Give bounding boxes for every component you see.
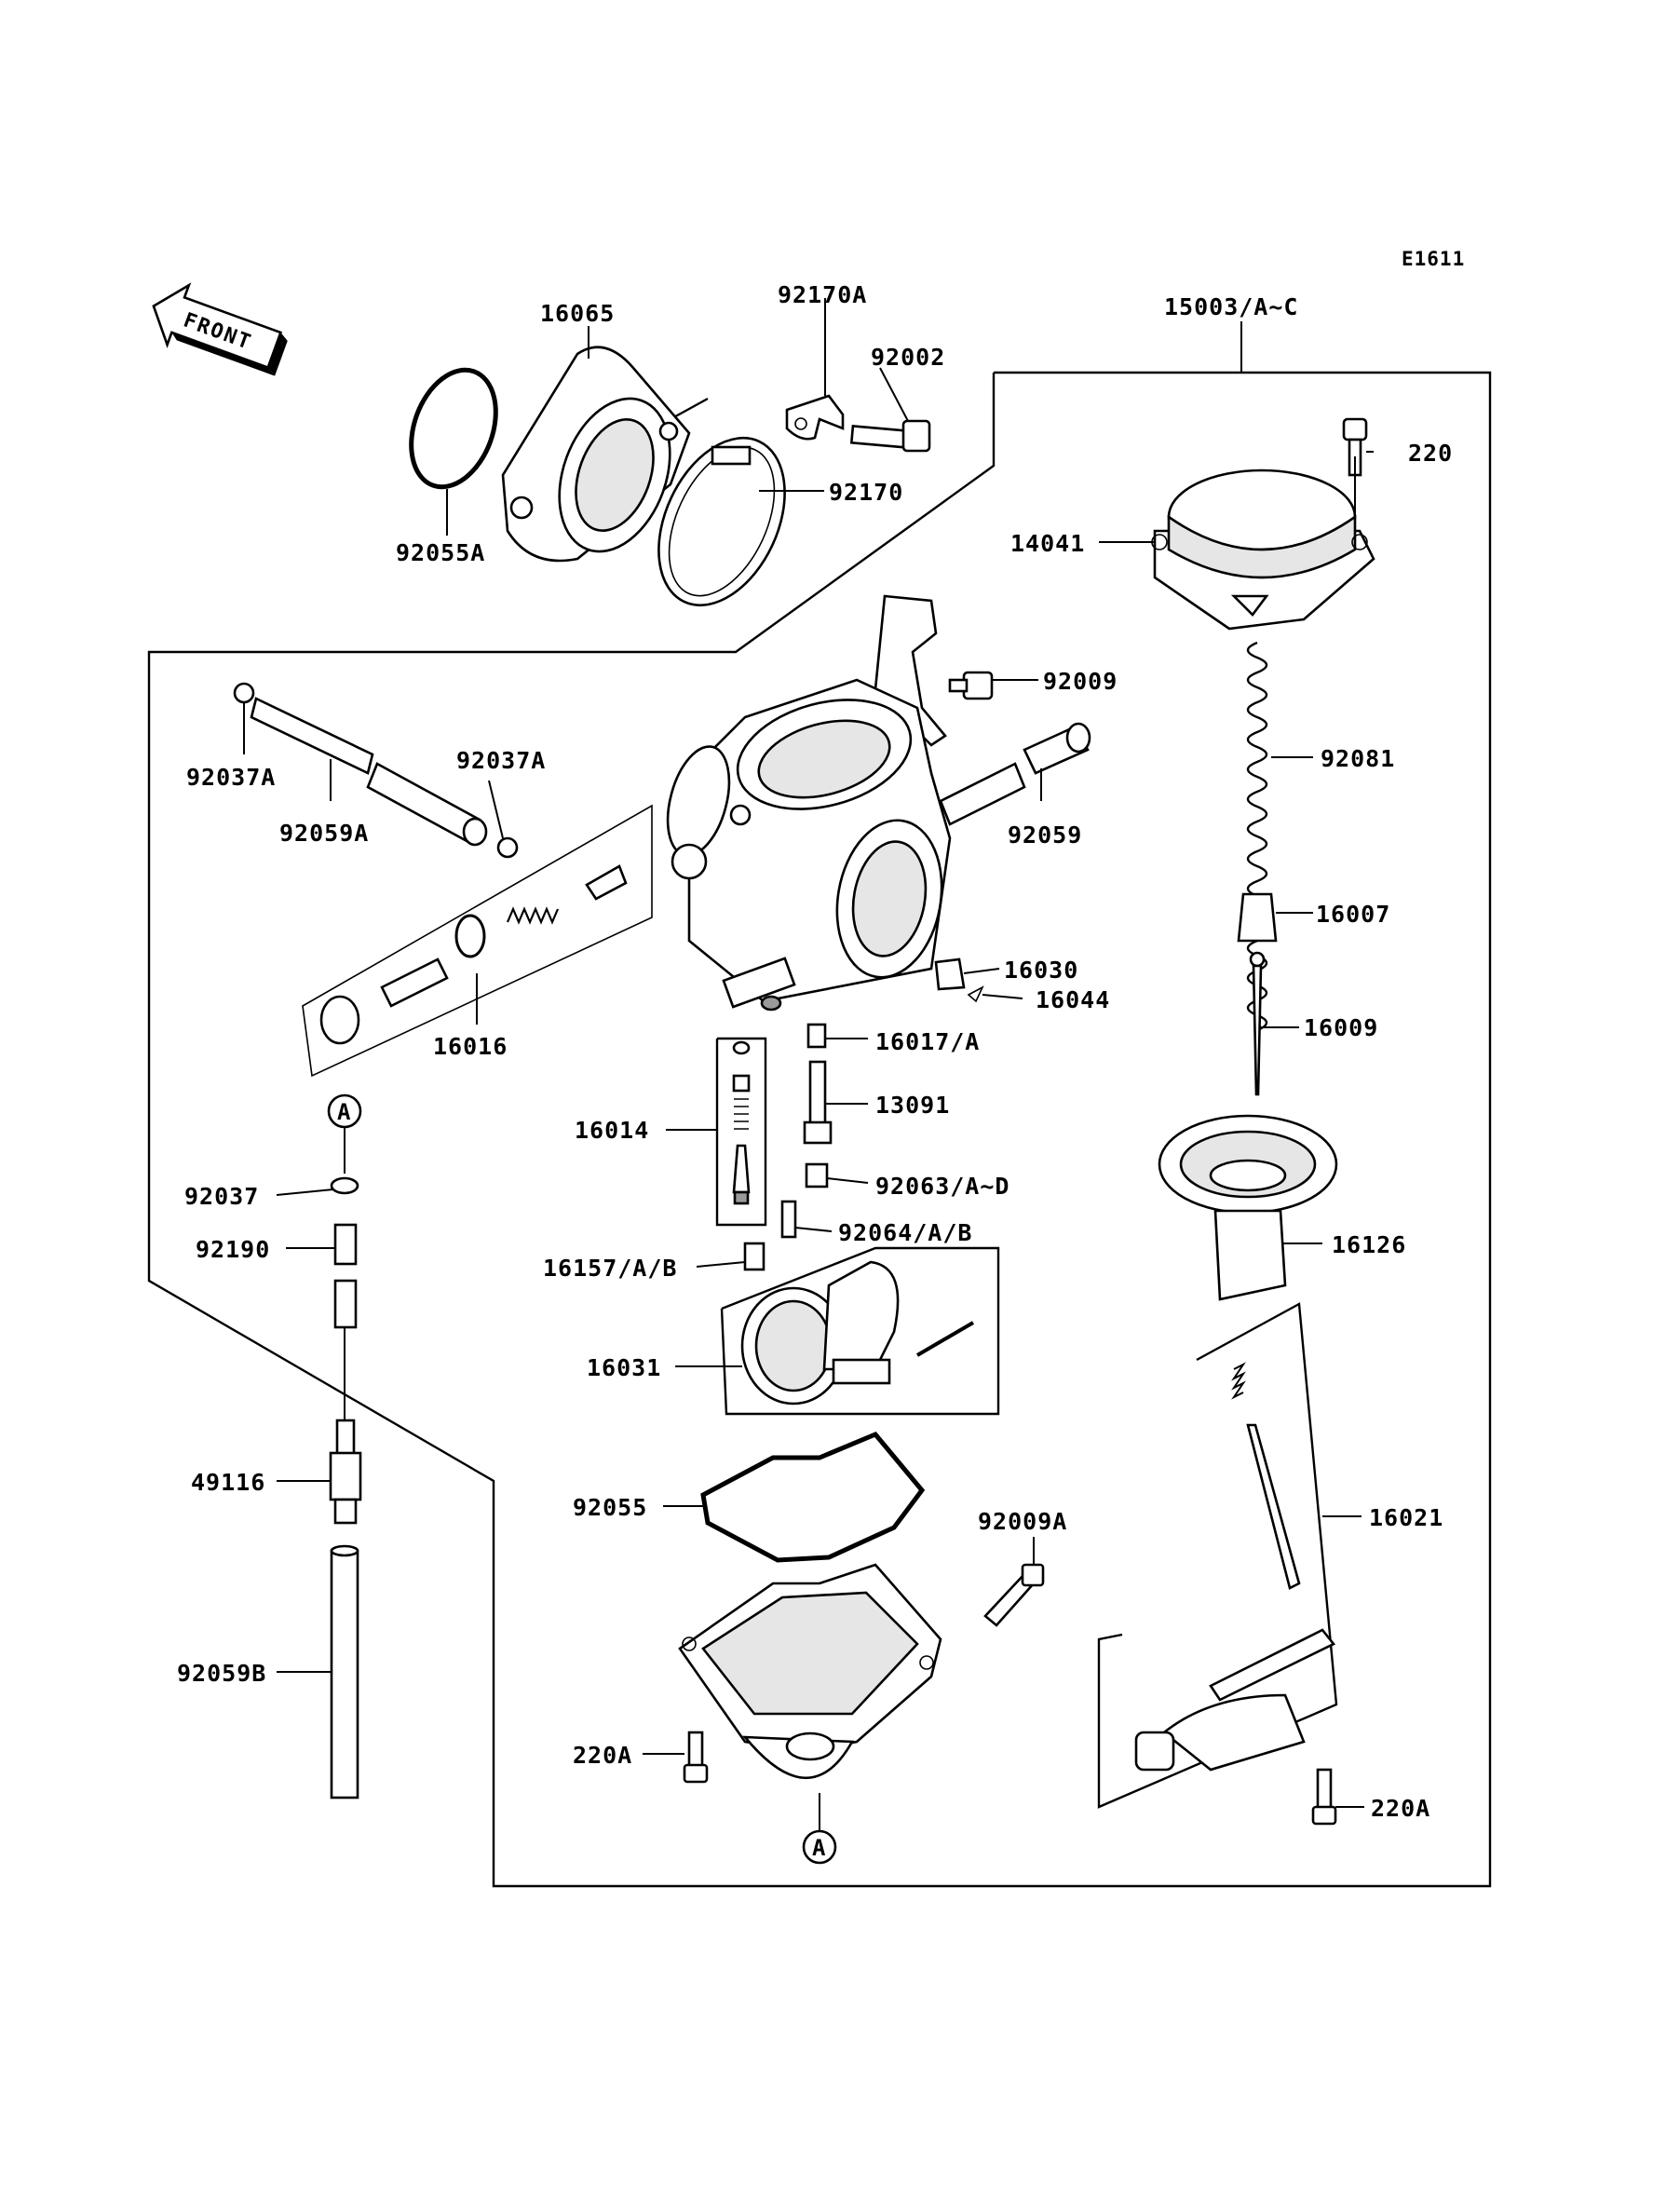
label-92037A-left: 92037A: [186, 764, 276, 791]
label-16157: 16157/A/B: [543, 1255, 677, 1282]
reference-marker-top: A: [327, 1093, 362, 1174]
front-arrow-icon: FRONT: [152, 282, 288, 376]
main-jet-16017: [806, 1023, 827, 1049]
label-220A-right: 220A: [1371, 1795, 1430, 1822]
jet-needle-16009: [1249, 951, 1266, 1096]
label-15003: 15003/A~C: [1164, 293, 1298, 320]
label-92055A: 92055A: [396, 539, 485, 566]
gasket-92055: [700, 1431, 926, 1563]
intake-16031: [720, 1246, 1000, 1416]
top-cover-14041: [1151, 469, 1375, 631]
label-92055: 92055: [573, 1494, 647, 1521]
vacuum-slide-16126: [1158, 1114, 1338, 1301]
svg-text:A: A: [337, 1099, 351, 1125]
clip-92037: [330, 1176, 359, 1195]
clamp-92170: [657, 436, 786, 607]
label-92170: 92170: [829, 479, 903, 506]
label-92009A: 92009A: [978, 1508, 1067, 1535]
label-13091: 13091: [875, 1092, 950, 1119]
diagram-code: E1611: [1402, 248, 1465, 270]
pilot-jet-16157: [743, 1242, 765, 1271]
jet-92064: [780, 1200, 797, 1239]
tube-92190: [333, 1223, 358, 1329]
screw-92002: [849, 419, 931, 453]
clip-92037A-left: [233, 682, 255, 704]
label-92009: 92009: [1043, 668, 1118, 695]
reference-marker-bottom: A: [802, 1793, 837, 1865]
part-labels: 15003/A~C 16065 92170A 92002 92170 92055…: [177, 281, 1453, 1822]
screw-220A-left: [683, 1731, 709, 1784]
pilot-screw-16016: [302, 804, 653, 1078]
label-92170A: 92170A: [778, 281, 867, 308]
pipe-92059: [939, 722, 1091, 826]
leader-lines: [243, 298, 1374, 1808]
label-92002: 92002: [871, 344, 945, 371]
ring-16044: [967, 985, 984, 1003]
label-92059B: 92059B: [177, 1660, 266, 1687]
float-valve-16014: [715, 1037, 767, 1227]
jet-92063: [805, 1162, 829, 1188]
label-220: 220: [1408, 440, 1453, 467]
float-bowl: [678, 1563, 942, 1780]
label-16021: 16021: [1369, 1504, 1443, 1531]
label-16017: 16017/A: [875, 1028, 980, 1055]
label-16044: 16044: [1036, 986, 1110, 1013]
svg-text:A: A: [812, 1835, 826, 1861]
label-16007: 16007: [1316, 901, 1390, 928]
label-16014: 16014: [575, 1117, 649, 1144]
label-16126: 16126: [1332, 1231, 1406, 1258]
needle-jet-13091: [803, 1060, 833, 1145]
pipe-92059A: [250, 697, 488, 847]
choke-16021: [1097, 1302, 1338, 1809]
carburetor-body: [666, 678, 952, 1012]
assembly-frame: [147, 371, 1492, 1888]
label-92037: 92037: [184, 1183, 259, 1210]
plate-92170A: [785, 394, 845, 441]
label-16031: 16031: [587, 1354, 661, 1381]
carb-holder-16065: [501, 346, 691, 563]
label-14041: 14041: [1010, 530, 1085, 557]
screw-92009A: [983, 1563, 1045, 1627]
screw-92009: [948, 671, 994, 700]
label-92064: 92064/A/B: [838, 1219, 972, 1246]
label-92081: 92081: [1321, 745, 1395, 772]
tube-92059B: [330, 1544, 359, 1799]
label-16030: 16030: [1004, 957, 1078, 984]
fitting-49116: [329, 1419, 362, 1525]
retainer-16007: [1237, 892, 1278, 943]
label-92190: 92190: [196, 1236, 270, 1263]
label-92059A: 92059A: [279, 820, 369, 847]
label-16065: 16065: [540, 300, 615, 327]
label-16009: 16009: [1304, 1014, 1378, 1041]
screw-220A-right: [1311, 1768, 1337, 1826]
o-ring-92055A: [409, 367, 498, 490]
connector-16030: [934, 957, 966, 991]
spring-92081: [1246, 641, 1268, 1032]
label-92063: 92063/A~D: [875, 1173, 1009, 1200]
label-220A-left: 220A: [573, 1742, 632, 1769]
label-92037A-right: 92037A: [456, 747, 546, 774]
label-16016: 16016: [433, 1033, 508, 1060]
label-92059: 92059: [1008, 822, 1082, 849]
label-49116: 49116: [191, 1469, 265, 1496]
clip-92037A-right: [496, 836, 519, 859]
